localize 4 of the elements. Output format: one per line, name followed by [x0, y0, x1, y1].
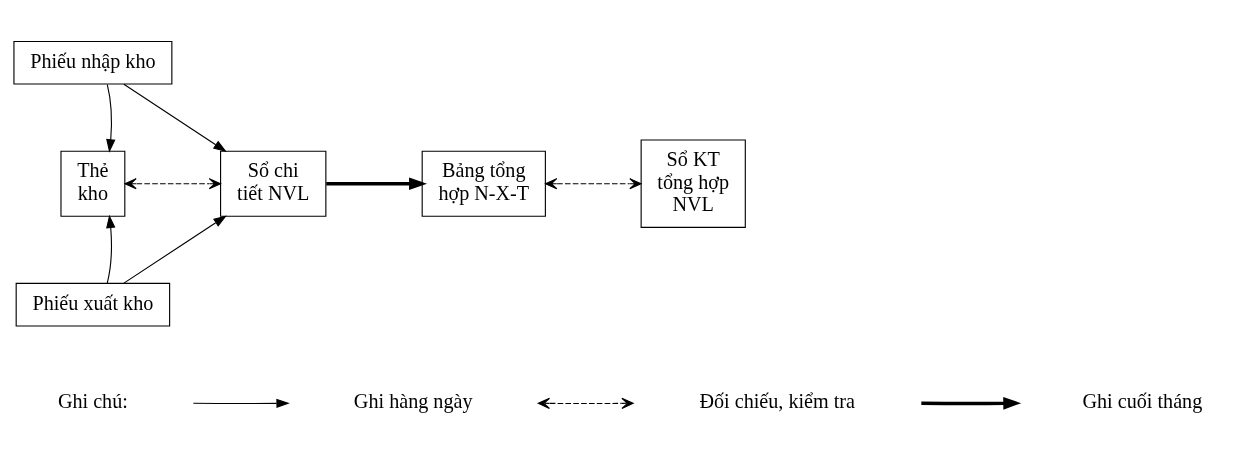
legend-label: Đối chiếu, kiểm tra	[699, 390, 856, 413]
label: Ghi chú:	[57, 390, 128, 413]
legend-label: Ghi cuối tháng	[1082, 390, 1203, 413]
legend-label: Ghi hàng ngày	[353, 390, 473, 413]
